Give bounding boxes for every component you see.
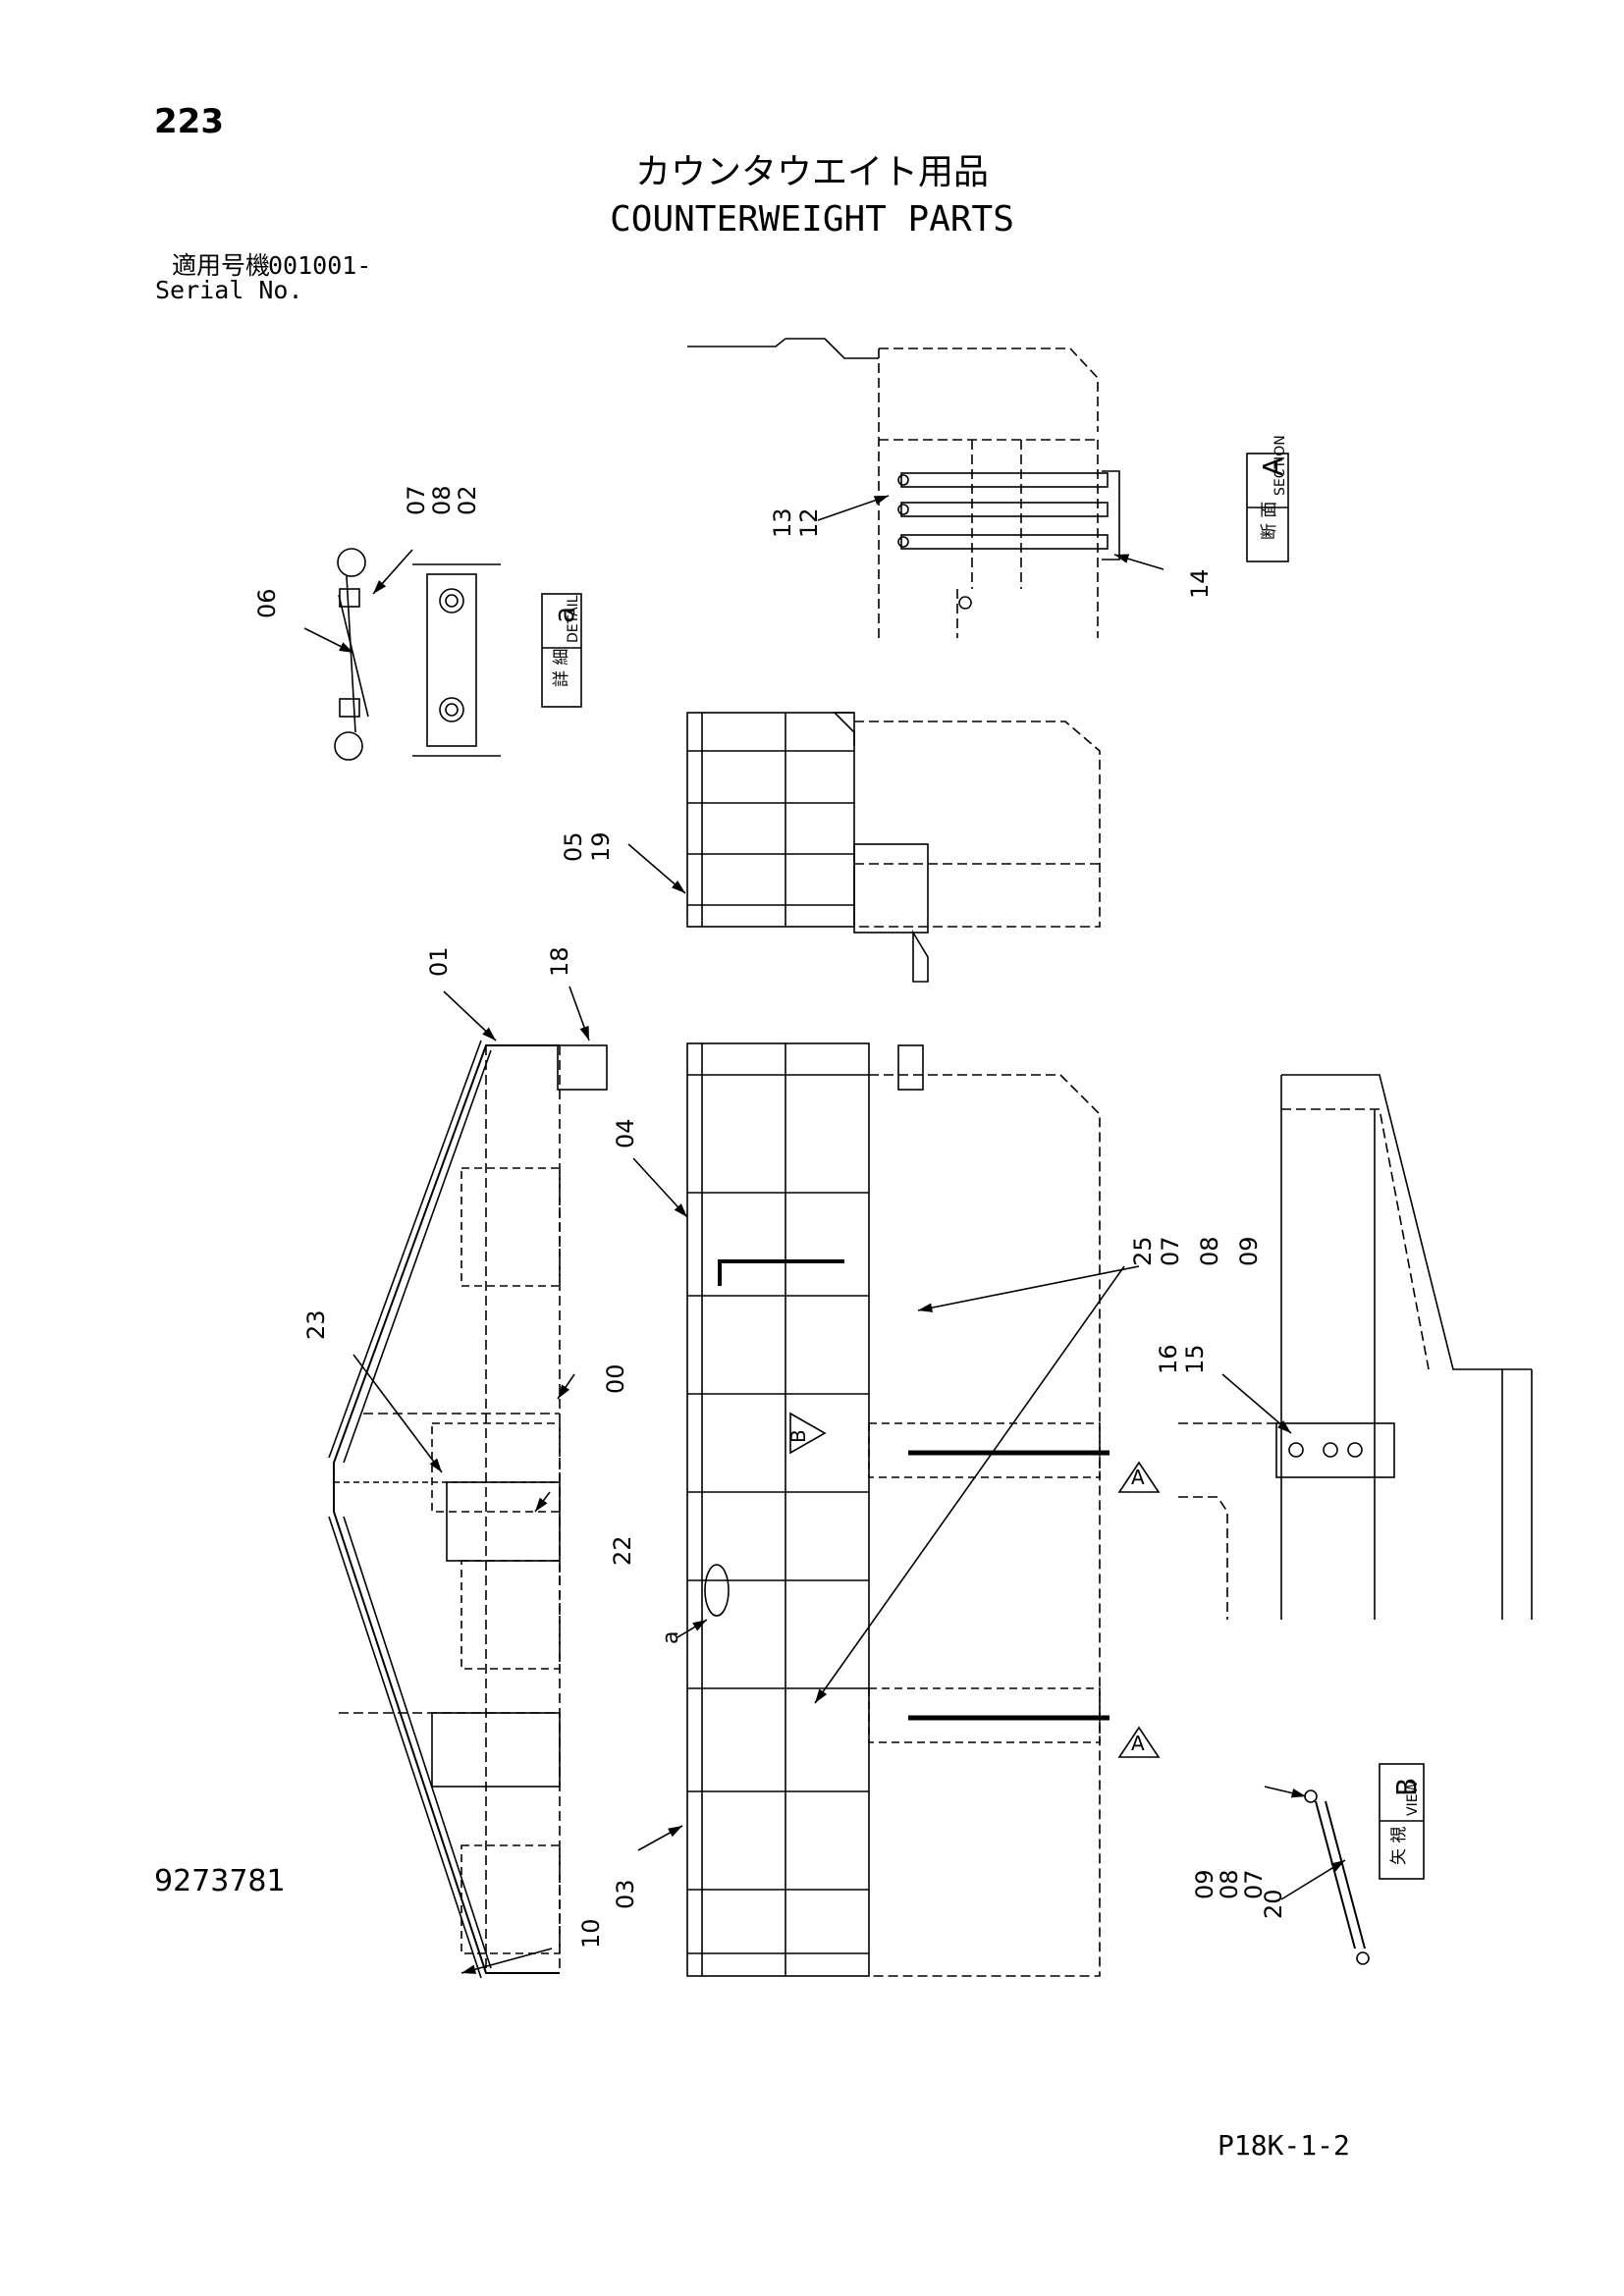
serial-label-japanese: 適用号機 [172,251,271,280]
callout-25: 25 [1129,1236,1157,1266]
title-japanese: カウンタウエイト用品 [634,152,989,192]
callout-09-c: 09 [1191,1869,1218,1899]
view-b-part [1304,1789,1370,1965]
callout-19: 19 [587,831,615,862]
side-section-view [1178,1074,1533,1620]
view-marker-b: B [786,1429,810,1443]
callout-07-b: 07 [1157,1236,1184,1266]
svg-text:A: A [1257,457,1289,476]
callout-10: 10 [577,1918,605,1949]
callout-13: 13 [769,507,796,538]
callout-09-b: 09 [1235,1236,1263,1266]
callout-16: 16 [1155,1344,1182,1374]
svg-text:詳 細: 詳 細 [552,649,571,687]
callout-06: 06 [253,588,281,618]
section-a-view [687,338,1120,638]
detail-a-box [541,593,582,708]
callout-04: 04 [612,1118,639,1148]
serial-label-english: Serial No. [155,276,303,304]
callout-20: 20 [1260,1889,1287,1919]
callout-02: 02 [454,485,481,515]
detail-marker-a: a [659,1631,683,1644]
counterweight-plan-view [328,1040,608,1979]
svg-text:SECTION: SECTION [1272,435,1288,496]
callout-08: 08 [428,485,456,515]
handrail-front-view [686,1042,1110,1977]
callout-07-c: 07 [1240,1869,1268,1899]
page-number: 223 [154,102,224,141]
callout-12: 12 [795,507,823,538]
svg-text:a: a [548,607,580,623]
view-b-label: 矢 視 VIEW B [1389,1778,1423,1865]
callout-numbers: 01 18 04 00 22 23 03 10 05 19 06 07 08 0… [253,485,1287,1949]
callout-05: 05 [560,831,587,862]
svg-text:DETAIL: DETAIL [566,595,581,643]
callout-15: 15 [1181,1344,1209,1374]
page-code: P18K-1-2 [1218,2129,1350,2162]
callout-01: 01 [425,946,453,977]
detail-a-label: 詳 細 DETAIL a [548,595,581,687]
svg-text:断 面: 断 面 [1260,502,1279,540]
serial-number: 001001- [268,251,372,280]
document-number: 9273781 [154,1864,286,1898]
section-a-label: 断 面 SECTION A [1257,435,1289,540]
section-marker-a-1: A [1131,1466,1145,1489]
callout-08-b: 08 [1196,1236,1223,1266]
svg-text:矢 視: 矢 視 [1389,1827,1409,1865]
callout-22: 22 [609,1535,636,1566]
svg-text:B: B [1390,1778,1423,1796]
callout-07: 07 [403,485,430,515]
callout-03: 03 [612,1879,639,1909]
section-marker-a-2: A [1131,1732,1145,1755]
detail-a-view [334,548,501,761]
handrail-side-view [686,712,1101,983]
svg-text:VIEW: VIEW [1405,1780,1421,1816]
callout-00: 00 [602,1363,629,1394]
title-english: COUNTERWEIGHT PARTS [610,199,1014,240]
callout-08-c: 08 [1216,1869,1243,1899]
callout-18: 18 [546,946,573,977]
callout-23: 23 [302,1309,330,1340]
callout-14: 14 [1186,568,1214,599]
